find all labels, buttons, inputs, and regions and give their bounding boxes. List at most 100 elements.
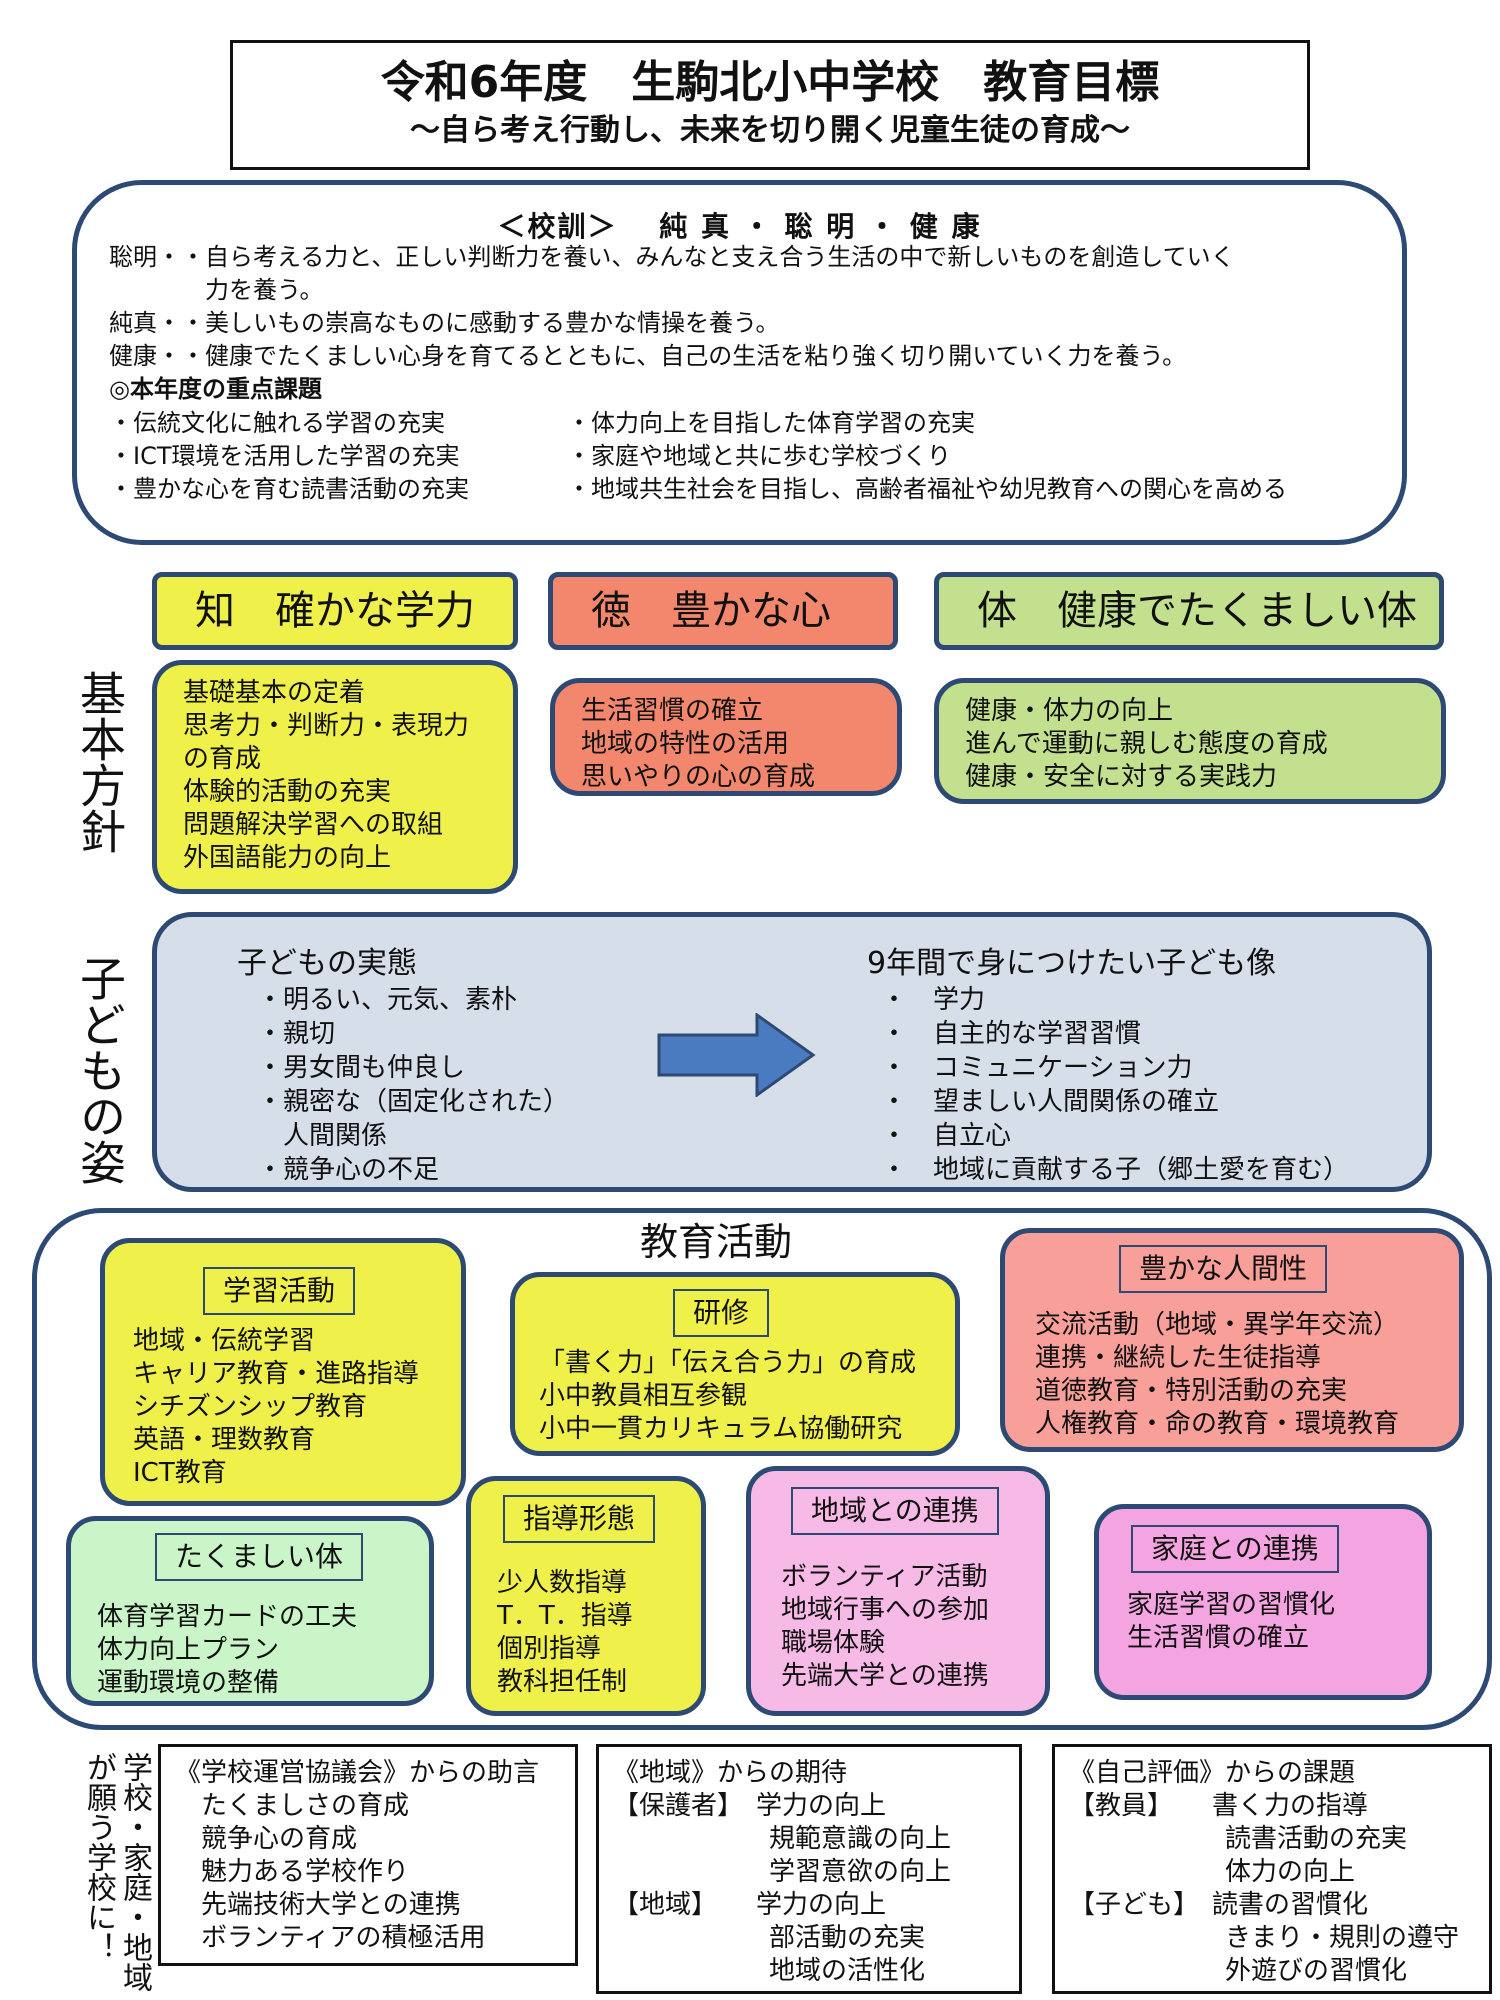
body-panel-items: 体育学習カードの工夫 体力向上プラン 運動環境の整備 bbox=[97, 1601, 357, 1700]
panel-item: 連携・継続した生徒指導 bbox=[1035, 1343, 1322, 1373]
bottom-line: 学習意欲の向上 bbox=[613, 1857, 952, 1887]
panel-item: 教科担任制 bbox=[497, 1667, 628, 1697]
pillar-body-knowledge: 基礎基本の定着 思考力・判断力・表現力 の育成 体験的活動の充実 問題解決学習へ… bbox=[152, 660, 518, 894]
pillar-item: 生活習慣の確立 bbox=[581, 696, 764, 726]
bottom-line: ボランティアの積極活用 bbox=[175, 1923, 486, 1953]
panel-item: 英語・理数教育 bbox=[133, 1425, 316, 1455]
pillar-title-knowledge: 知 確かな学力 bbox=[152, 572, 518, 650]
pillar-title-heart: 徳 豊かな心 bbox=[548, 572, 898, 650]
panel-item: 家庭学習の習慣化 bbox=[1127, 1590, 1336, 1620]
panel-item: 交流活動（地域・異学年交流） bbox=[1035, 1310, 1400, 1340]
bottom-line: 《地域》からの期待 bbox=[613, 1758, 848, 1788]
panel-item: 「書く力」「伝え合う力」の育成 bbox=[539, 1348, 917, 1378]
focus-title: ◎本年度の重点課題 bbox=[109, 375, 322, 403]
community-panel: 地域との連携 ボランティア活動 地域行事への参加 職場体験 先端大学との連携 bbox=[746, 1466, 1050, 1716]
family-panel-label: 家庭との連携 bbox=[1131, 1525, 1339, 1573]
pillar-item: 思いやりの心の育成 bbox=[581, 762, 816, 792]
motto-line: 力を養う。 bbox=[109, 276, 324, 304]
community-panel-items: ボランティア活動 地域行事への参加 職場体験 先端大学との連携 bbox=[781, 1561, 989, 1693]
bottom-line: 【保護者】 学力の向上 bbox=[613, 1791, 887, 1821]
pillar-body-heart: 生活習慣の確立 地域の特性の活用 思いやりの心の育成 bbox=[550, 678, 902, 796]
guidance-panel: 指導形態 少人数指導 T．T．指導 個別指導 教科担任制 bbox=[466, 1476, 706, 1716]
panel-item: T．T．指導 bbox=[497, 1601, 633, 1631]
page-subtitle: ～自ら考え行動し、未来を切り開く児童生徒の育成～ bbox=[410, 113, 1130, 148]
bottom-line: 体力の向上 bbox=[1069, 1857, 1356, 1887]
education-title: 教育活動 bbox=[640, 1220, 793, 1264]
bottom-line: きまり・規則の遵守 bbox=[1069, 1923, 1460, 1953]
bottom-line: 規範意識の向上 bbox=[613, 1824, 952, 1854]
motto-line: 健康・・健康でたくましい心身を育てるとともに、自己の生活を粘り強く切り開いていく… bbox=[109, 342, 1187, 370]
pillar-item: 健康・体力の向上 bbox=[965, 696, 1174, 726]
learning-panel-items: 地域・伝統学習 キャリア教育・進路指導 シチズンシップ教育 英語・理数教育 IC… bbox=[133, 1325, 419, 1490]
child-goal-item: ・ 望ましい人間関係の確立 bbox=[881, 1087, 1220, 1117]
bottom-line: 地域の活性化 bbox=[613, 1956, 926, 1986]
panel-item: シチズンシップ教育 bbox=[133, 1392, 368, 1422]
wish-label: 学校・家庭・地域が願う学校に！ bbox=[81, 1752, 152, 1992]
council-advice-box: 《学校運営協議会》からの助言 たくましさの育成 競争心の育成 魅力ある学校作り … bbox=[158, 1744, 578, 1966]
child-goal-item: ・ 地域に貢献する子（郷土愛を育む） bbox=[881, 1155, 1350, 1185]
pillar-item: 思考力・判断力・表現力 bbox=[183, 711, 470, 741]
child-current-column: 子どもの実態 ・明るい、元気、素朴 ・親切 ・男女間も仲良し ・親密な（固定化さ… bbox=[237, 945, 569, 1187]
self-evaluation-box: 《自己評価》からの課題 【教員】 書く力の指導 読書活動の充実 体力の向上 【子… bbox=[1052, 1744, 1492, 1994]
panel-item: 生活習慣の確立 bbox=[1127, 1623, 1310, 1653]
child-goal-item: ・ 自主的な学習習慣 bbox=[881, 1019, 1142, 1049]
child-current-item: ・親密な（固定化された） bbox=[257, 1087, 570, 1117]
panel-item: ボランティア活動 bbox=[781, 1562, 988, 1592]
focus-item: ・ICT環境を活用した学習の充実 bbox=[109, 442, 460, 470]
child-current-item: 人間関係 bbox=[257, 1121, 388, 1151]
panel-item: 小中教員相互参観 bbox=[539, 1381, 748, 1411]
bottom-line: 競争心の育成 bbox=[175, 1824, 358, 1854]
focus-item: ・豊かな心を育む読書活動の充実 bbox=[109, 475, 469, 503]
motto-box: ＜校訓＞ 純 真 ・ 聡 明 ・ 健 康 聡明・・自ら考える力と、正しい判断力を… bbox=[72, 180, 1407, 545]
body-panel-label: たくましい体 bbox=[155, 1533, 364, 1581]
panel-item: 体育学習カードの工夫 bbox=[97, 1602, 358, 1632]
panel-item: 道徳教育・特別活動の充実 bbox=[1035, 1376, 1348, 1406]
motto-line: 純真・・美しいもの崇高なものに感動する豊かな情操を養う。 bbox=[109, 309, 780, 337]
pillar-item: 問題解決学習への取組 bbox=[183, 810, 444, 840]
panel-item: 小中一貫カリキュラム協働研究 bbox=[539, 1414, 903, 1444]
bottom-line: 【教員】 書く力の指導 bbox=[1069, 1791, 1369, 1821]
motto-lines: 聡明・・自ら考える力と、正しい判断力を養い、みんなと支え合う生活の中で新しいもの… bbox=[109, 241, 1235, 406]
pillar-item: 外国語能力の向上 bbox=[183, 843, 392, 873]
bottom-line: 【地域】 学力の向上 bbox=[613, 1890, 887, 1920]
child-state-box: 子どもの実態 ・明るい、元気、素朴 ・親切 ・男女間も仲良し ・親密な（固定化さ… bbox=[152, 912, 1432, 1192]
guidance-panel-items: 少人数指導 T．T．指導 個別指導 教科担任制 bbox=[497, 1567, 633, 1699]
bottom-line: 《学校運営協議会》からの助言 bbox=[175, 1758, 540, 1788]
panel-item: 地域行事への参加 bbox=[781, 1595, 990, 1625]
family-panel: 家庭との連携 家庭学習の習慣化 生活習慣の確立 bbox=[1094, 1504, 1432, 1700]
child-goal-item: ・ 自立心 bbox=[881, 1121, 1012, 1151]
panel-item: 職場体験 bbox=[781, 1628, 886, 1658]
child-goal-item: ・ コミュニケーション力 bbox=[881, 1053, 1193, 1083]
humanity-panel-items: 交流活動（地域・異学年交流） 連携・継続した生徒指導 道徳教育・特別活動の充実 … bbox=[1035, 1309, 1399, 1441]
pillar-item: 健康・安全に対する実践力 bbox=[965, 762, 1278, 792]
motto-header: ＜校訓＞ 純 真 ・ 聡 明 ・ 健 康 bbox=[497, 210, 982, 243]
child-current-item: ・男女間も仲良し bbox=[257, 1053, 466, 1083]
training-panel: 研修 「書く力」「伝え合う力」の育成 小中教員相互参観 小中一貫カリキュラム協働… bbox=[510, 1272, 960, 1456]
body-panel: たくましい体 体育学習カードの工夫 体力向上プラン 運動環境の整備 bbox=[66, 1516, 434, 1706]
guidance-panel-label: 指導形態 bbox=[503, 1495, 656, 1543]
right-arrow-icon bbox=[657, 1013, 816, 1097]
panel-item: 地域・伝統学習 bbox=[133, 1326, 316, 1356]
panel-item: 少人数指導 bbox=[497, 1568, 628, 1598]
panel-item: 先端大学との連携 bbox=[781, 1661, 989, 1691]
focus-item: ・地域共生社会を目指し、高齢者福祉や幼児教育への関心を高める bbox=[567, 475, 1287, 503]
pillar-item: の育成 bbox=[183, 744, 262, 774]
focus-item: ・家庭や地域と共に歩む学校づくり bbox=[567, 442, 951, 470]
learning-panel-label: 学習活動 bbox=[203, 1267, 356, 1315]
humanity-panel-label: 豊かな人間性 bbox=[1119, 1245, 1328, 1293]
child-current-item: ・親切 bbox=[257, 1019, 336, 1049]
focus-list-left: ・伝統文化に触れる学習の充実 ・ICT環境を活用した学習の充実 ・豊かな心を育む… bbox=[109, 407, 469, 506]
family-panel-items: 家庭学習の習慣化 生活習慣の確立 bbox=[1127, 1589, 1335, 1655]
motto-line: 聡明・・自ら考える力と、正しい判断力を養い、みんなと支え合う生活の中で新しいもの… bbox=[109, 243, 1235, 271]
panel-item: キャリア教育・進路指導 bbox=[133, 1359, 420, 1389]
training-panel-items: 「書く力」「伝え合う力」の育成 小中教員相互参観 小中一貫カリキュラム協働研究 bbox=[539, 1347, 916, 1446]
region-expectation-box: 《地域》からの期待 【保護者】 学力の向上 規範意識の向上 学習意欲の向上 【地… bbox=[596, 1744, 1022, 1994]
pillar-item: 体験的活動の充実 bbox=[183, 777, 392, 807]
child-goal-column: 9年間で身につけたい子ども像 ・ 学力 ・ 自主的な学習習慣 ・ コミュニケーシ… bbox=[867, 945, 1349, 1187]
child-current-item: ・競争心の不足 bbox=[257, 1155, 440, 1185]
pillar-item: 進んで運動に親しむ態度の育成 bbox=[965, 729, 1328, 759]
bottom-line: 先端技術大学との連携 bbox=[175, 1890, 461, 1920]
child-goal-heading: 9年間で身につけたい子ども像 bbox=[867, 946, 1277, 981]
panel-item: 運動環境の整備 bbox=[97, 1668, 280, 1698]
humanity-panel: 豊かな人間性 交流活動（地域・異学年交流） 連携・継続した生徒指導 道徳教育・特… bbox=[1000, 1228, 1464, 1452]
